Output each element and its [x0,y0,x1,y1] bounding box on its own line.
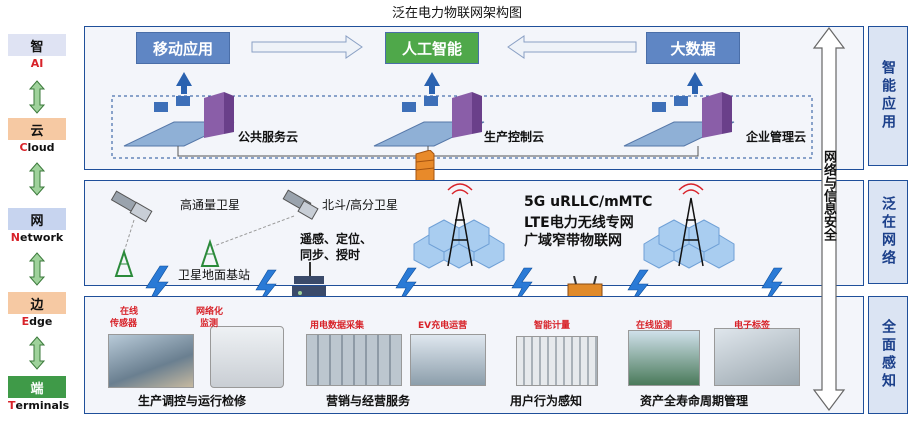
left-item-terminals-en: Terminals [8,399,70,412]
mobile-app-box: 移动应用 [136,32,230,64]
left-item-cloud-cn: 云 [8,118,66,140]
network-tech-lte: LTE电力无线专网 [524,215,634,231]
bottom-label-production: 生产调控与运行检修 [138,394,247,408]
network-tech-5g: 5G uRLLC/mMTC [524,194,653,210]
server-cluster-icon [623,92,735,147]
satellite-label-throughput: 高通量卫星 [180,198,241,212]
gateway-device-icon [294,262,324,284]
tag-electronic-label: 电子标签 [734,321,771,331]
left-item-edge: 边 Edge [8,292,66,328]
left-item-edge-en: Edge [21,315,53,328]
app-layer-graphics [111,35,813,159]
substation-photo [108,334,194,388]
server-cluster-icon [123,92,235,147]
tag-networked: 网络化 [196,307,224,317]
tag-power-data: 用电数据采集 [310,321,365,331]
meter-cabinet-photo [306,334,402,386]
ev-charger-photo [410,334,486,386]
left-item-ai: 智 AI [8,34,66,70]
double-arrow-icon [28,336,46,370]
satellite-label-beidou: 北斗/高分卫星 [322,198,399,212]
double-arrow-icon [28,162,46,196]
left-item-cloud-en: Cloud [19,141,55,154]
up-arrow-icon [424,72,440,94]
arrow-right-icon [251,35,363,59]
satellite-icon [110,190,153,223]
tag-monitoring: 监测 [200,319,219,329]
left-item-cloud: 云 Cloud [8,118,66,154]
online-monitoring-photo [628,330,700,386]
electronic-tag-photo [714,328,800,386]
cell-tower-icon [447,183,473,267]
double-arrow-icon [28,80,46,114]
left-item-network-cn: 网 [8,208,66,230]
left-item-terminals: 端 Terminals [8,376,70,412]
left-item-network: 网 Network [8,208,66,244]
up-arrow-icon [687,72,703,94]
double-arrow-icon [28,252,46,286]
left-item-ai-cn: 智 [8,34,66,56]
ground-station-tower-icon [114,248,134,277]
firewall-icon [415,150,435,184]
sat-service-line-1: 遥感、定位、 [300,232,373,246]
cellular-cell-grid [413,219,505,269]
tag-online: 在线 [120,307,139,317]
ground-station-label: 卫星地面基站 [178,268,251,282]
right-label-smart-apps: 智能应用 [868,26,908,166]
bottom-label-asset-lifecycle: 资产全寿命周期管理 [640,394,749,408]
right-label-full-perception: 全面感知 [868,296,908,414]
arrow-left-icon [507,35,637,59]
left-item-edge-cn: 边 [8,292,66,314]
network-tech-nbiot: 广域窄带物联网 [524,233,622,249]
page-title: 泛在电力物联网架构图 [391,6,522,21]
server-cluster-icon [373,92,485,147]
cloud-label-production: 生产控制云 [484,130,545,144]
bottom-label-user-behavior: 用户行为感知 [510,394,583,408]
left-item-terminals-cn: 端 [8,376,66,398]
bigdata-box: 大数据 [646,32,740,64]
smart-meter-photo [516,336,598,386]
tag-online-monitoring: 在线监测 [636,321,673,331]
tag-ev-charging: EV充电运营 [418,321,468,331]
cloud-label-public: 公共服务云 [238,130,299,144]
tag-sensor: 传感器 [110,319,138,329]
satellite-icon [282,189,319,220]
sat-service-line-2: 同步、授时 [300,248,361,262]
left-item-network-en: Network [10,231,64,244]
network-layer-graphics [110,183,735,284]
cellular-cell-grid [643,219,735,269]
cell-tower-icon [678,183,704,267]
left-item-ai-en: AI [30,57,44,70]
up-arrow-icon [176,72,192,94]
right-label-ubiquitous-network: 泛在网络 [868,180,908,284]
security-vertical-arrow-icon [812,27,846,411]
security-label: 网络与信息安全 [821,150,836,241]
tag-smart-metering: 智能计量 [534,321,571,331]
transmission-line-photo [210,326,284,388]
ground-station-tower-icon [200,238,220,267]
bottom-label-marketing: 营销与经营服务 [326,394,411,408]
ai-box: 人工智能 [385,32,479,64]
cloud-label-enterprise: 企业管理云 [746,130,807,144]
